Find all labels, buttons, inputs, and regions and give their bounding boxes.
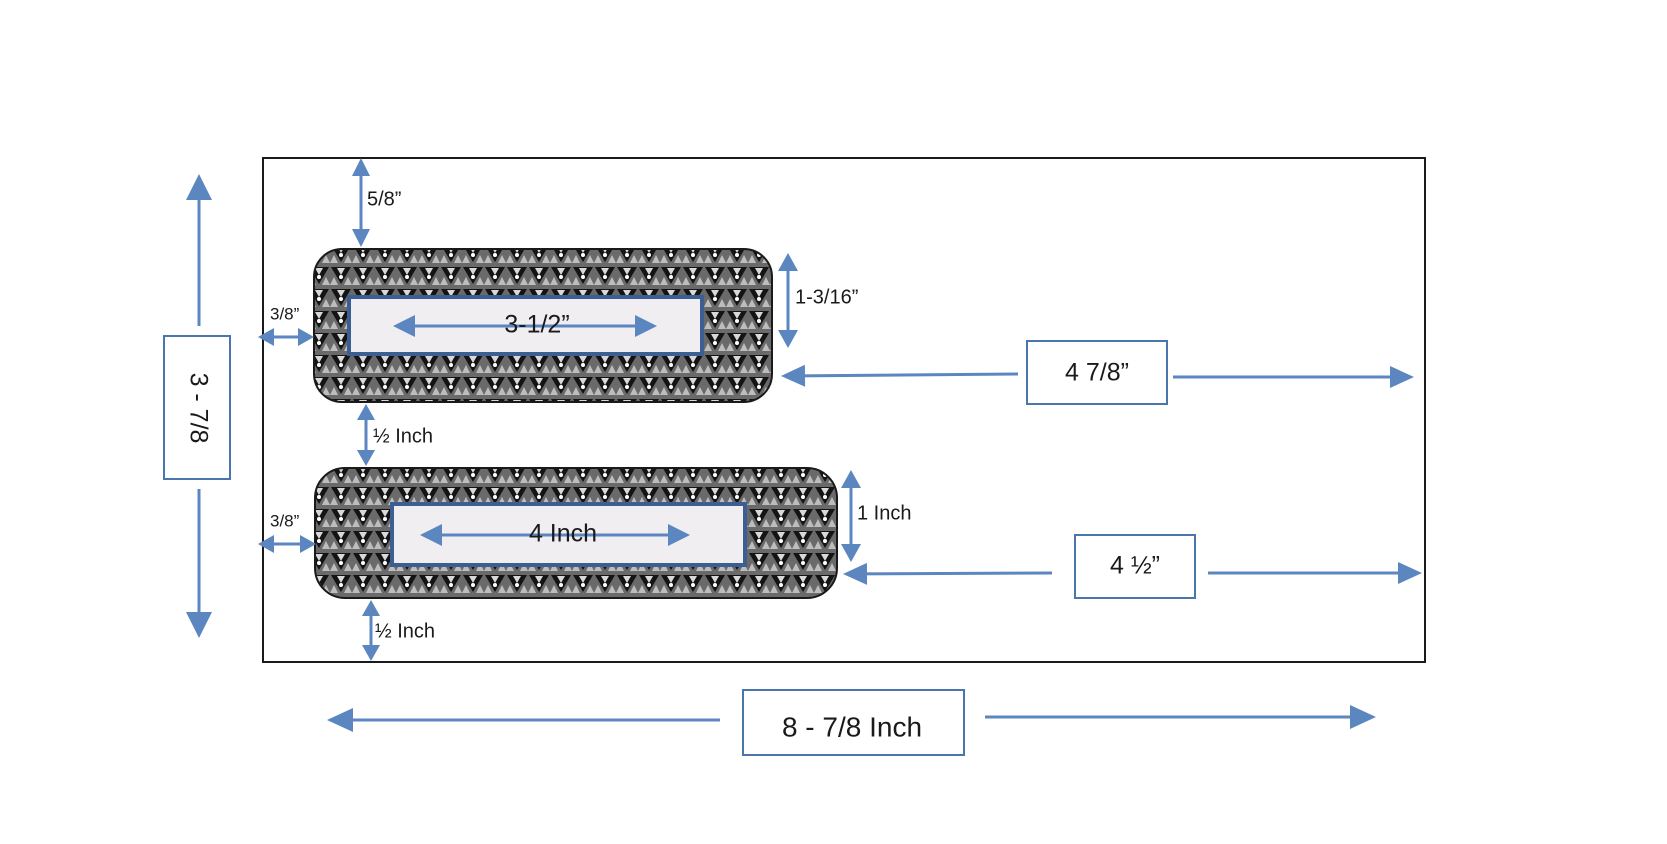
top-gap-label: 5/8” (367, 188, 401, 210)
window1-height-arrow (778, 253, 798, 348)
width-arrow-right (985, 705, 1376, 729)
left-gap-bottom-label: 3/8” (270, 511, 300, 530)
bottom-gap-arrow (362, 600, 380, 661)
left-gap-top-arrow (258, 328, 314, 346)
bottom-gap-label: ½ Inch (375, 620, 435, 642)
window1-offset-box (1026, 340, 1168, 405)
window1-offset-label: 4 7/8” (1065, 359, 1129, 387)
window1-length-arrow (393, 315, 657, 337)
window2-length-label: 4 Inch (529, 520, 597, 548)
window2-length-arrow (420, 524, 690, 546)
width-arrow-left (327, 708, 720, 732)
window2-height-label: 1 Inch (857, 502, 911, 524)
window2-height-arrow (841, 470, 861, 562)
window2-offset-box (1074, 534, 1196, 599)
window1-length-label: 3-1/2” (504, 311, 569, 339)
height-total-box (163, 335, 231, 480)
window2-offset-label: 4 ½” (1110, 552, 1160, 580)
window2-offset-arrow-left (843, 562, 1053, 585)
left-gap-bottom-arrow (258, 535, 316, 553)
window2-offset-arrow-right (1208, 562, 1422, 584)
height-total-label: 3 - 7/8 (184, 373, 212, 444)
dimension-arrows (186, 158, 1422, 732)
window1-height-label: 1-3/16” (795, 286, 858, 308)
left-gap-top-label: 3/8” (270, 304, 300, 323)
height-arrow-up (186, 174, 212, 326)
top-gap-arrow (352, 158, 370, 247)
window1-offset-arrow-left (781, 364, 1019, 387)
width-total-label: 8 - 7/8 Inch (782, 711, 922, 742)
width-total-box (742, 689, 965, 756)
between-gap-label: ½ Inch (373, 425, 433, 447)
height-arrow-down (186, 489, 212, 638)
window1-offset-arrow-right (1173, 366, 1414, 388)
window-2 (314, 467, 838, 599)
between-gap-arrow (357, 404, 375, 466)
